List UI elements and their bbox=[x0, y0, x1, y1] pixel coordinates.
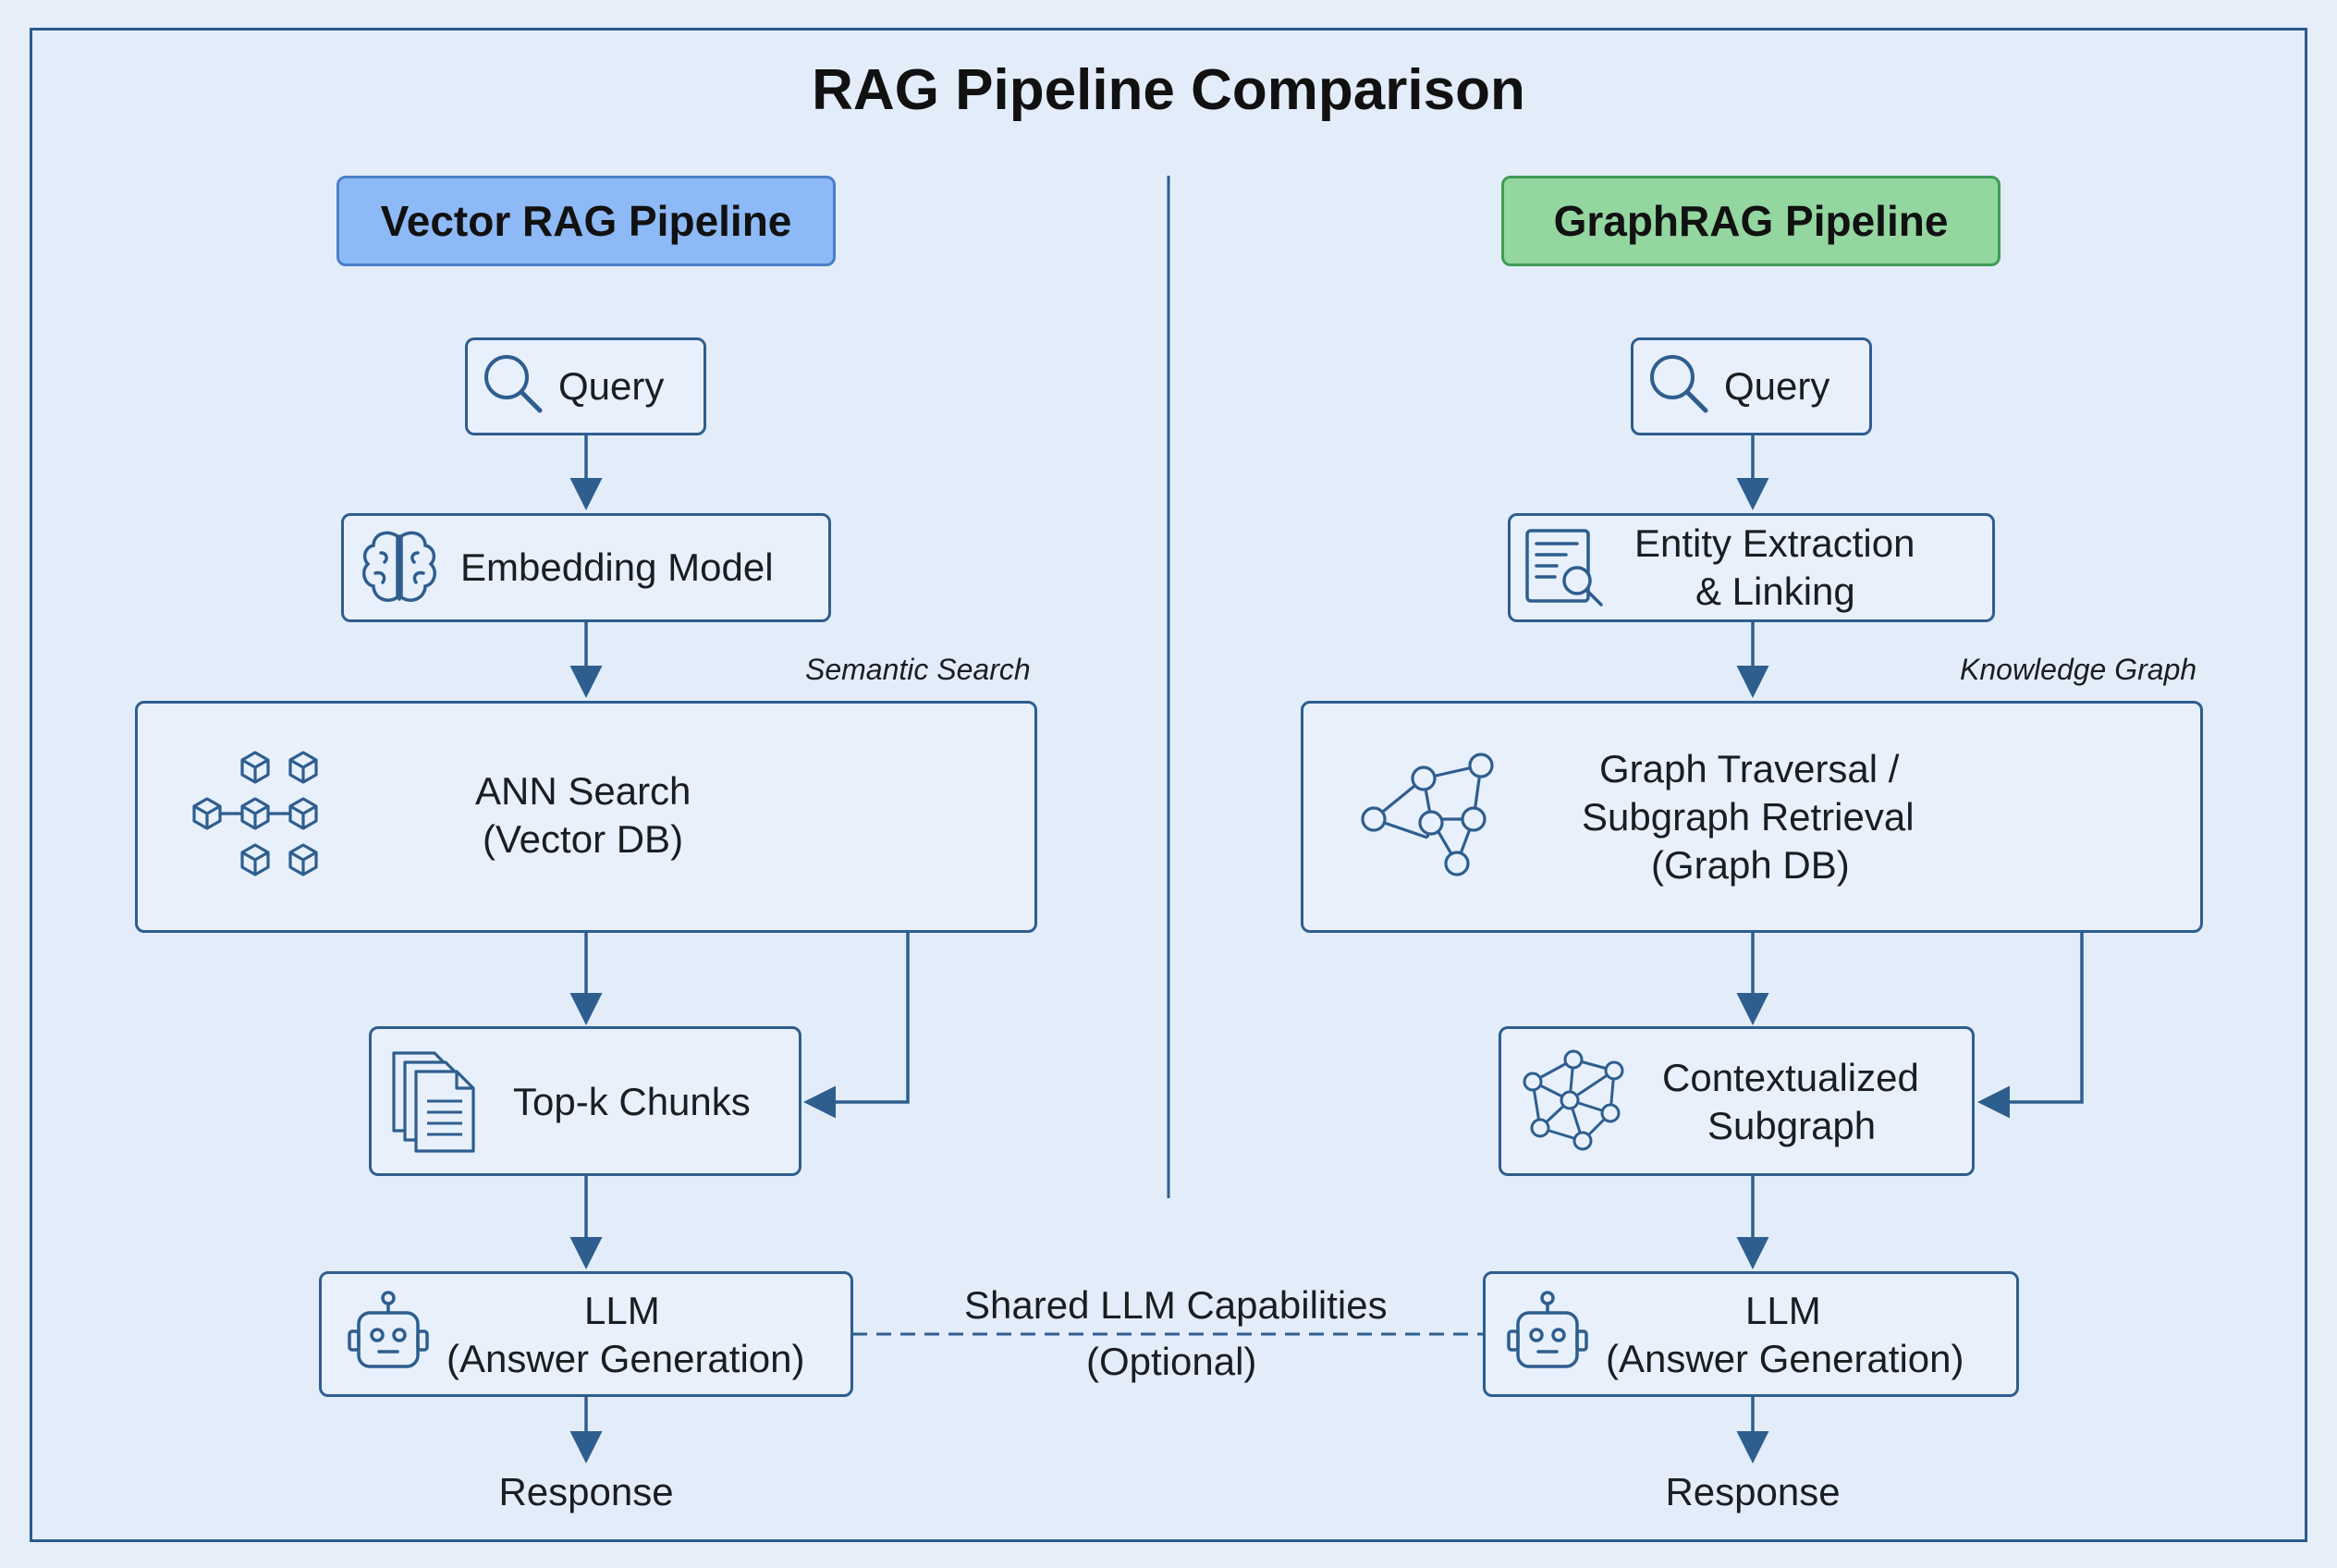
vector-llm-box bbox=[319, 1271, 853, 1397]
shared-llm-label: Shared LLM Capabilities bbox=[964, 1283, 1388, 1327]
graph-network-icon bbox=[1361, 753, 1494, 876]
search-icon bbox=[484, 355, 543, 413]
graph-query-label: Query bbox=[1724, 364, 1830, 408]
contextualized-subgraph-label-line2: Subgraph bbox=[1707, 1104, 1877, 1147]
graph-traversal-label-line3: (Graph DB) bbox=[1651, 843, 1850, 887]
subgraph-icon bbox=[1523, 1049, 1624, 1151]
search-icon bbox=[1650, 355, 1708, 413]
knowledge-graph-note: Knowledge Graph bbox=[1960, 653, 2197, 686]
vector-pipeline-header: Vector RAG Pipeline bbox=[336, 176, 836, 266]
graph-response: Response bbox=[1665, 1470, 1841, 1513]
vector-query-box bbox=[465, 337, 706, 435]
vector-query-label: Query bbox=[558, 364, 665, 408]
topk-chunks-label: Top-k Chunks bbox=[513, 1080, 751, 1123]
graph-traversal-box bbox=[1301, 701, 2203, 933]
arrow-traversal-side-to-context bbox=[1977, 932, 2084, 1119]
graph-traversal-label-line1: Graph Traversal / bbox=[1599, 747, 1900, 790]
graph-traversal-label-line2: Subgraph Retrieval bbox=[1582, 795, 1915, 839]
graphrag-pipeline-header: GraphRAG Pipeline bbox=[1501, 176, 2001, 266]
graph-query-box bbox=[1631, 337, 1872, 435]
vector-llm-label-line2: (Answer Generation) bbox=[447, 1337, 805, 1380]
ann-search-label-line1: ANN Search bbox=[475, 769, 691, 813]
entity-extraction-label-line2: & Linking bbox=[1695, 570, 1855, 613]
diagram-title: RAG Pipeline Comparison bbox=[812, 58, 1525, 122]
graph-llm-label-line1: LLM bbox=[1745, 1289, 1821, 1332]
ann-search-box bbox=[135, 701, 1037, 933]
semantic-search-note: Semantic Search bbox=[805, 653, 1031, 686]
brain-icon bbox=[362, 531, 436, 602]
ann-search-label-line2: (Vector DB) bbox=[483, 817, 684, 861]
arrow-ann-side-to-topk bbox=[803, 932, 910, 1119]
entity-extraction-label-line1: Entity Extraction bbox=[1634, 521, 1915, 565]
graph-llm-box bbox=[1483, 1271, 2019, 1397]
embedding-model-box bbox=[341, 513, 831, 622]
contextualized-subgraph-label-line1: Contextualized bbox=[1662, 1056, 1919, 1099]
documents-icon bbox=[392, 1051, 475, 1153]
graph-llm-label-line2: (Answer Generation) bbox=[1606, 1337, 1964, 1380]
robot-icon bbox=[348, 1291, 429, 1368]
vector-llm-label-line1: LLM bbox=[584, 1289, 660, 1332]
document-search-icon bbox=[1525, 529, 1603, 606]
vector-cubes-icon bbox=[192, 751, 318, 876]
vector-response: Response bbox=[498, 1470, 674, 1513]
shared-llm-optional: (Optional) bbox=[1086, 1340, 1257, 1383]
embedding-model-label: Embedding Model bbox=[460, 545, 774, 589]
robot-icon bbox=[1507, 1291, 1588, 1368]
